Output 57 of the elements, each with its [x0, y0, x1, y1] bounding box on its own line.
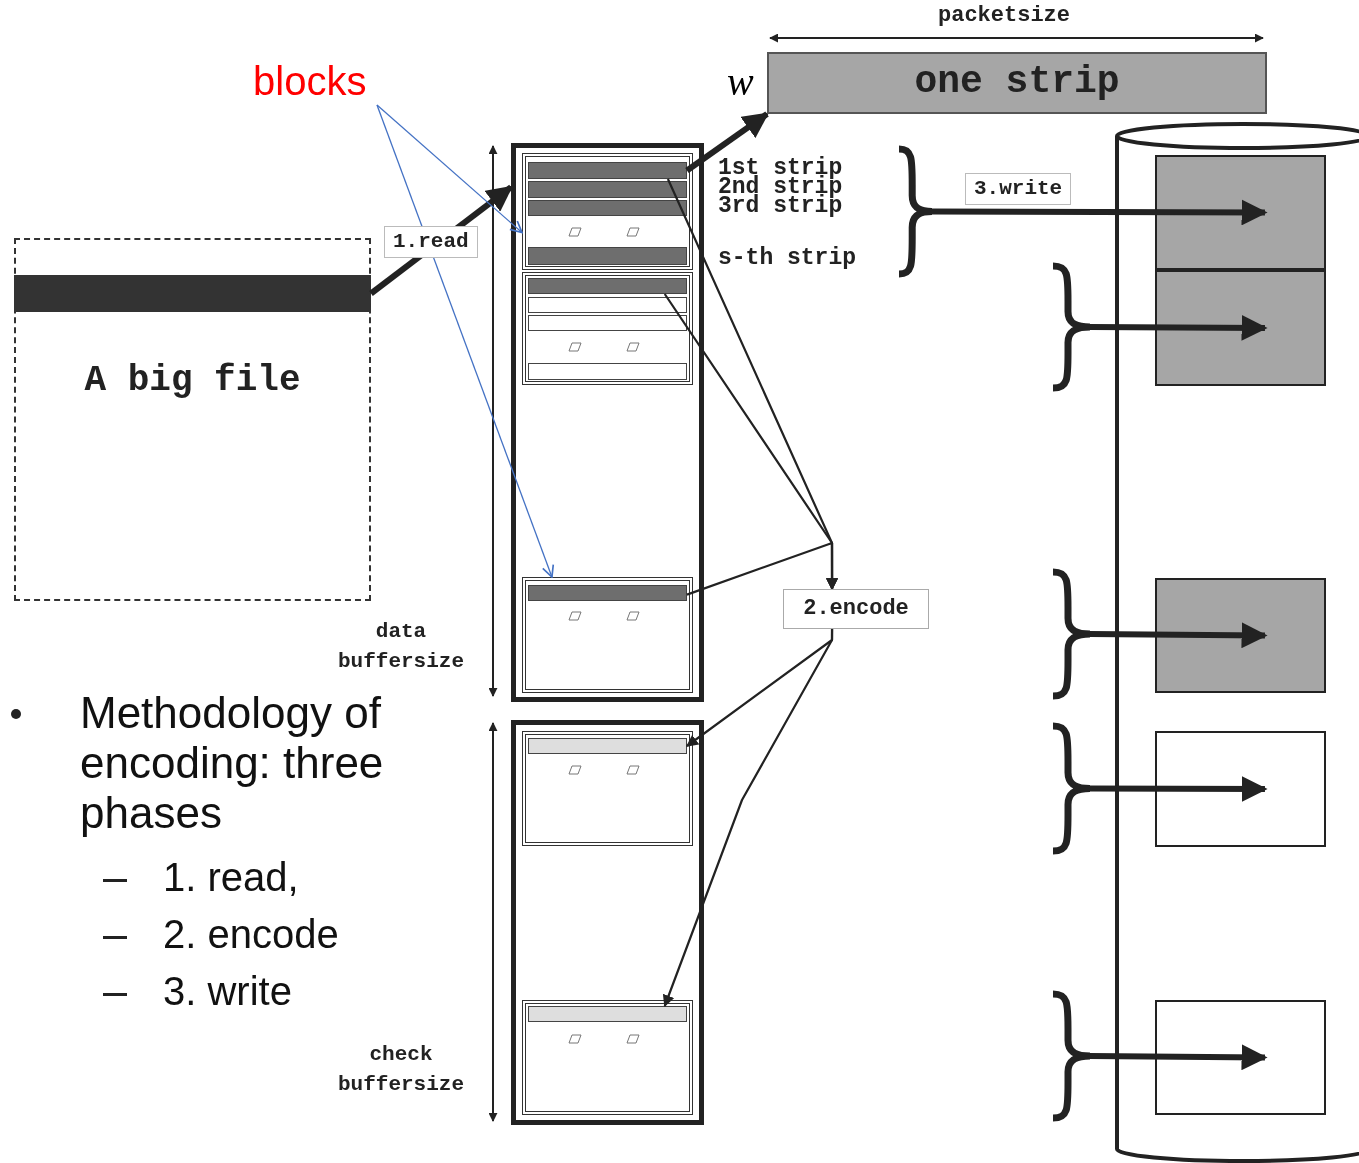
file-box [14, 238, 371, 601]
bullet-text: 1. read, [163, 854, 299, 901]
strip-label: s-th strip [718, 246, 857, 270]
strip-bar [528, 1006, 687, 1022]
brace-symbol [1050, 568, 1090, 700]
brace-symbol [1050, 262, 1090, 392]
disk-block [1155, 731, 1326, 847]
block-box [522, 272, 693, 385]
annotation-text: blocks [253, 58, 377, 105]
arrow [1089, 1044, 1268, 1071]
arrow [662, 629, 834, 1008]
brace-symbol [1050, 722, 1090, 855]
strip-bar [528, 200, 687, 216]
arrow [1090, 775, 1268, 802]
disk-cylinder [1115, 122, 1359, 1163]
arrow [1089, 314, 1268, 341]
disk-block [1155, 270, 1326, 386]
dimension-label: check buffersize [337, 1042, 465, 1098]
strip-bar [528, 278, 687, 294]
arrow [1089, 622, 1268, 649]
block-box [522, 577, 693, 693]
block-box [522, 731, 693, 846]
edge-label: 1.read [384, 226, 478, 258]
dimension-label: packetsize [938, 2, 1071, 30]
strip-label: 3rd strip [718, 196, 843, 216]
strip-bar [528, 181, 687, 198]
arrow [686, 541, 839, 596]
dimension-label: w [727, 60, 754, 104]
bullet-text: 3. write [163, 968, 292, 1015]
strip-bar [528, 162, 687, 179]
strip-bar [528, 363, 687, 380]
file-label: A big file [83, 360, 302, 401]
strip-box: one strip [767, 52, 1267, 114]
block-box [522, 153, 693, 270]
edge-label: 3.write [965, 173, 1072, 205]
strip-bar [528, 585, 687, 601]
dimension-label: data buffersize [337, 619, 465, 675]
disk-block [1155, 155, 1326, 270]
disk-block [1155, 1000, 1326, 1115]
bullet-text: Methodology of encoding: three phases [80, 688, 385, 838]
buffer-box [511, 143, 704, 702]
block-box [522, 1000, 693, 1115]
arrow [376, 104, 555, 578]
strip-bar [528, 315, 687, 331]
buffer-box [511, 720, 704, 1125]
step-box: 2.encode [783, 589, 929, 629]
arrow [932, 199, 1268, 226]
arrow [685, 111, 770, 173]
file-strip-bar [14, 275, 371, 312]
strip-bar [528, 738, 687, 754]
brace-symbol [1050, 990, 1090, 1122]
arrow [376, 104, 523, 234]
brace-symbol [896, 145, 932, 278]
disk-block [1155, 578, 1326, 693]
bullet-text: 2. encode [163, 911, 339, 958]
strip-bar [528, 247, 687, 265]
strip-bar [528, 297, 687, 313]
